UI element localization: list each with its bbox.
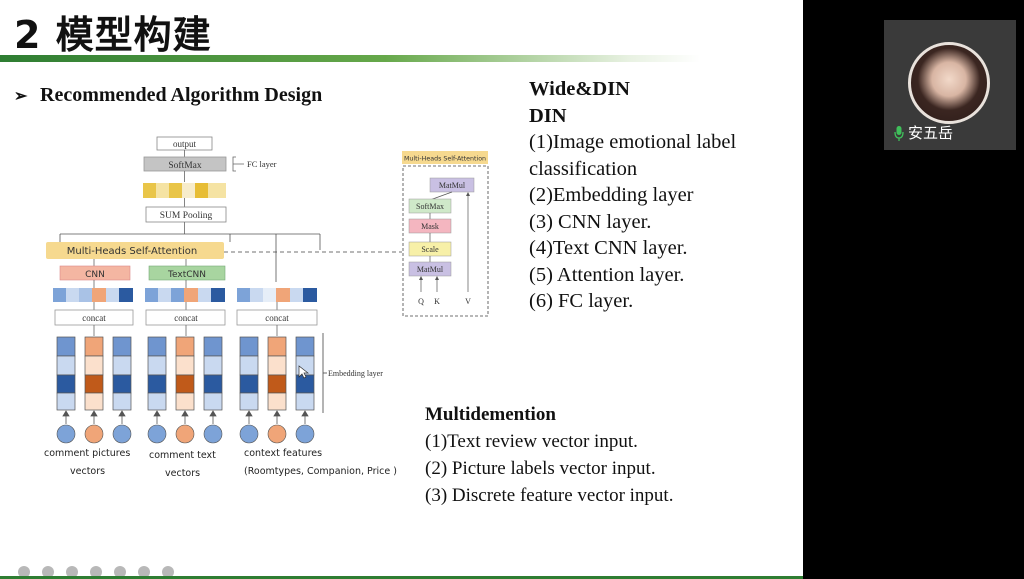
- wide-din-line: classification: [529, 157, 638, 180]
- slide-controls: [18, 566, 174, 578]
- softmax-label: SoftMax: [168, 160, 202, 171]
- attn-matmul-top: MatMul: [439, 181, 466, 190]
- input-nodes: [56, 424, 315, 444]
- cnn-box: [59, 265, 131, 281]
- output-label: output: [173, 139, 197, 149]
- concat-label-context: concat: [265, 313, 289, 323]
- softmax-box: [143, 156, 227, 172]
- wide-din-line: (6) FC layer.: [529, 290, 634, 312]
- mouse-cursor-icon: [298, 365, 310, 379]
- context-feature-vector: [237, 288, 317, 302]
- wide-din-line: (1)Image emotional label: [529, 131, 737, 153]
- multidemention-line: (3) Discrete feature vector input.: [425, 485, 674, 506]
- fc-layer-label: FC layer: [247, 159, 277, 169]
- subtitle-icon[interactable]: [138, 566, 150, 578]
- wide-din-list: Wide&DIN DIN (1)Image emotional label class…: [529, 76, 736, 315]
- wide-din-line: Wide&DIN: [529, 78, 630, 100]
- multidemention-line: Multidemention: [425, 404, 556, 425]
- concat-label-pictures: concat: [82, 313, 106, 323]
- mhsa-label: Multi-Heads Self-Attention: [67, 246, 197, 257]
- textcnn-feature-vector: [145, 288, 225, 302]
- prev-slide-icon[interactable]: [18, 566, 30, 578]
- pen-icon[interactable]: [66, 566, 78, 578]
- concat-label-text: concat: [174, 313, 198, 323]
- fc-vector: [143, 183, 226, 198]
- title-underline: [0, 55, 700, 62]
- wide-din-line: (5) Attention layer.: [529, 263, 685, 286]
- presentation-slide: 2 模型构建 ➢ Recommended Algorithm Design out…: [0, 0, 803, 579]
- embedding-columns: [56, 336, 315, 411]
- attn-q: Q: [418, 297, 424, 306]
- multidemention-line: (1)Text review vector input.: [425, 431, 638, 452]
- section-heading: ➢ Recommended Algorithm Design: [14, 84, 322, 107]
- participant-avatar: [908, 42, 990, 124]
- cnn-label: CNN: [85, 270, 105, 280]
- input-arrows: [62, 410, 309, 424]
- zoom-icon[interactable]: [90, 566, 102, 578]
- attn-mask: Mask: [421, 222, 439, 231]
- heading-text: Recommended Algorithm Design: [40, 84, 323, 106]
- wide-din-line: (2)Embedding layer: [529, 184, 694, 206]
- pictures-label-2: vectors: [70, 466, 105, 477]
- attn-scale: Scale: [421, 245, 439, 254]
- text-label-2: vectors: [165, 468, 200, 479]
- wide-din-line: (3) CNN layer.: [529, 210, 652, 233]
- wide-din-line: (4)Text CNN layer.: [529, 237, 688, 259]
- model-architecture-diagram: output SoftMax FC layer SUM Pooling Mult…: [44, 136, 489, 479]
- attn-softmax: SoftMax: [416, 202, 444, 211]
- context-label-2: (Roomtypes, Companion, Price ): [244, 466, 397, 477]
- attention-detail-box: Multi-Heads Self-Attention MatMul SoftMa…: [402, 151, 489, 317]
- microphone-icon[interactable]: [894, 126, 904, 142]
- wide-din-line: DIN: [529, 104, 567, 127]
- participant-video-tile[interactable]: 安五岳: [884, 20, 1016, 150]
- attn-matmul-bottom: MatMul: [417, 265, 444, 274]
- context-label-1: context features: [244, 448, 322, 459]
- attn-v: V: [465, 297, 471, 306]
- attn-k: K: [434, 297, 440, 306]
- more-icon[interactable]: [162, 566, 174, 578]
- slide-bottom-border: [0, 576, 803, 579]
- concat-box-text: [145, 309, 226, 326]
- mhsa-box: [46, 242, 224, 259]
- slide-title: 2 模型构建: [14, 13, 212, 57]
- attn-box-title: Multi-Heads Self-Attention: [404, 156, 486, 163]
- multidemention-line: (2) Picture labels vector input.: [425, 458, 656, 479]
- grid-icon[interactable]: [114, 566, 126, 578]
- embedding-layer-label: Embedding layer: [328, 369, 383, 378]
- pictures-label-1: comment pictures: [44, 448, 130, 459]
- arrow-bullet-icon: ➢: [14, 88, 28, 105]
- cnn-feature-vector: [53, 288, 133, 302]
- sum-pooling-box: [145, 206, 227, 223]
- next-slide-icon[interactable]: [42, 566, 54, 578]
- sum-pooling-label: SUM Pooling: [160, 211, 213, 221]
- text-label-1: comment text: [149, 450, 216, 461]
- participant-name: 安五岳: [908, 124, 954, 142]
- textcnn-box: [148, 265, 226, 281]
- textcnn-label: TextCNN: [167, 270, 206, 280]
- multidemention-list: Multidemention (1)Text review vector inpu…: [425, 401, 673, 509]
